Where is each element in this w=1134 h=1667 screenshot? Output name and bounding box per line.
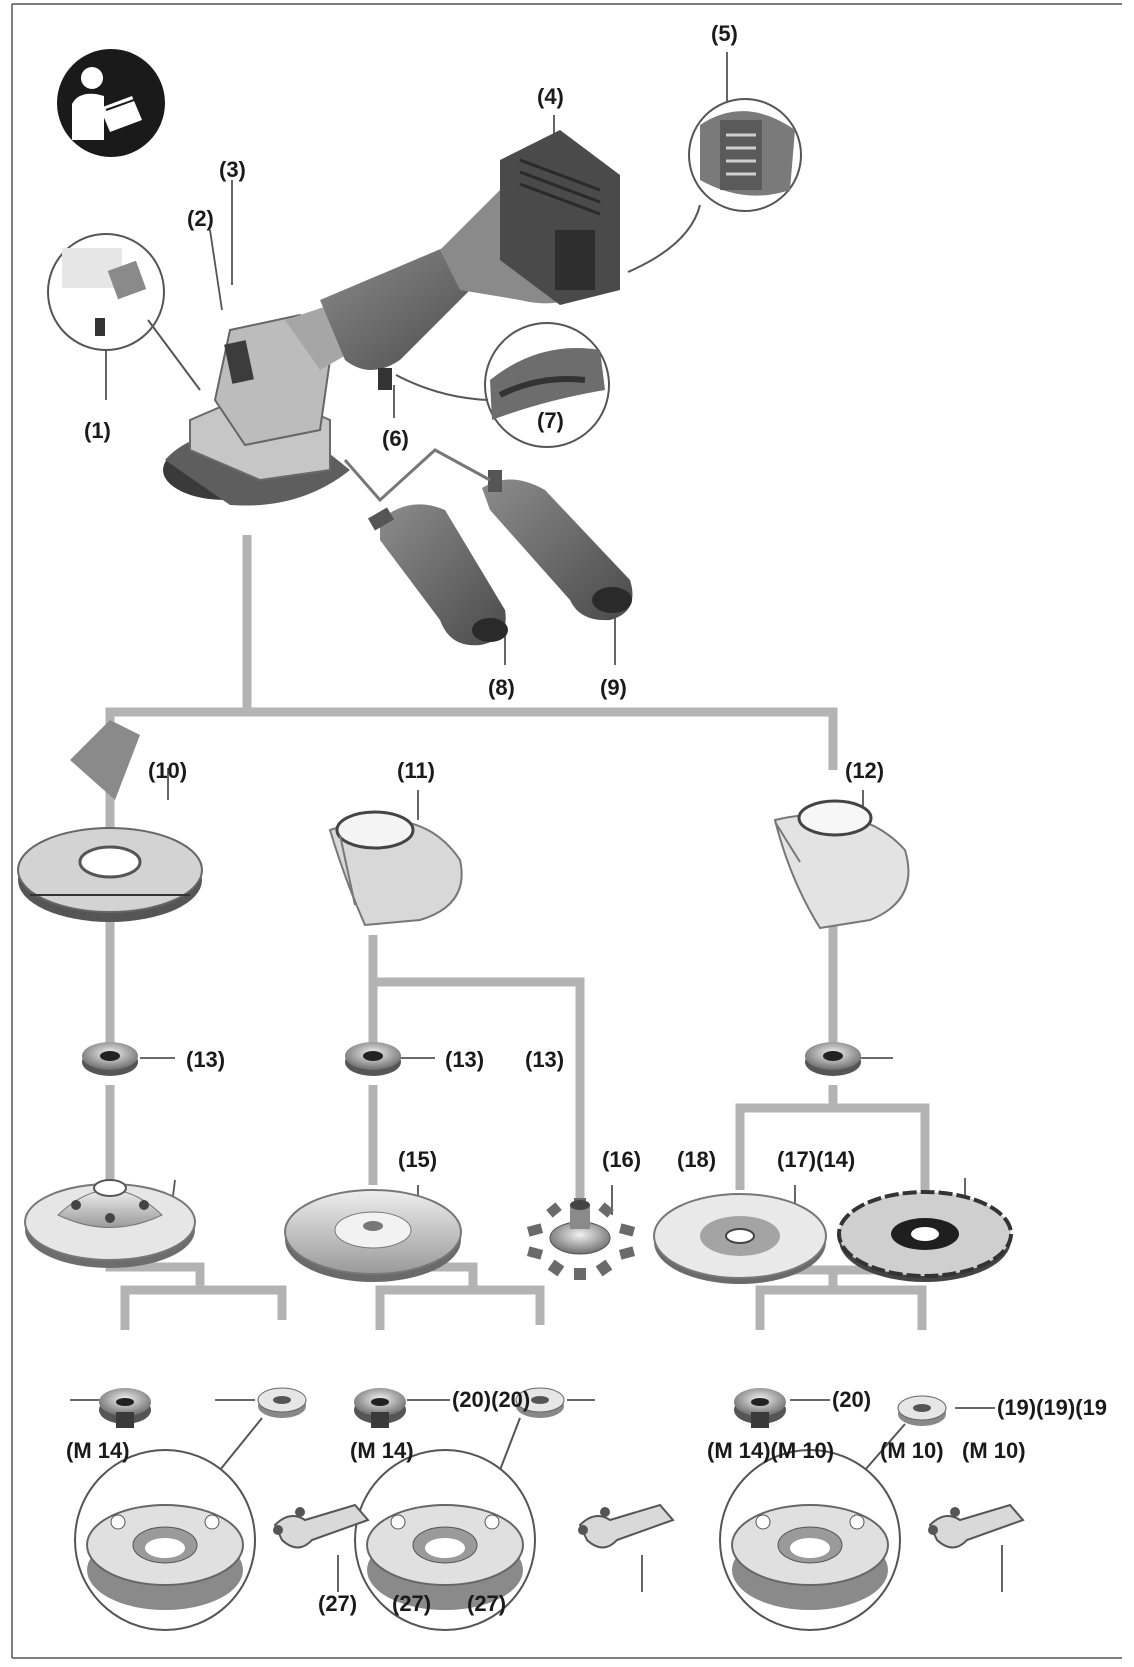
callout-7: (7) [537,408,564,433]
callout-18: (18) [677,1147,717,1172]
callout-2: (2) [187,206,214,231]
callout-12: (12) [845,758,885,783]
callout-20-mid: (20)(20) [452,1387,531,1412]
callout-5: (5) [711,21,738,46]
read-manual-icon [57,49,165,157]
detail-circle-nut [719,1423,906,1631]
callout-16: (16) [602,1147,642,1172]
callout-15: (15) [398,1147,438,1172]
callout-27-mid: (27) [392,1591,432,1616]
detail-circle-switch [395,322,610,448]
detail-circle-nut [354,1417,536,1631]
callout-11: (11) [397,758,435,783]
callout-8: (8) [488,675,515,700]
callout-17-14: (17)(14) [777,1147,856,1172]
spanner-icon [273,1503,370,1549]
callout-9: (9) [600,675,627,700]
callout-13-right: (13) [525,1047,565,1072]
guard-10 [17,720,203,922]
quick-nut [257,1387,307,1418]
spanner-icon [928,1503,1025,1549]
clamping-nut [734,1388,786,1428]
callout-20-right: (20) [832,1387,872,1412]
thread-m14-mid: (M 14) [350,1438,414,1463]
callout-1: (1) [84,418,111,443]
callout-19: (19)(19)(19 [997,1395,1108,1420]
aux-handle-9 [482,470,633,621]
backing-flange [805,1042,861,1076]
detail-circle-battery [627,98,802,273]
callout-27-left: (27) [318,1591,358,1616]
detail-circle-lock [47,233,201,391]
callout-3: (3) [219,157,246,182]
thread-m10-b: (M 10) [962,1438,1026,1463]
page-border [11,3,1122,1659]
angle-grinder [163,130,620,506]
guard-11 [328,810,463,927]
guard-12 [773,799,910,930]
grinding-disc [284,1189,462,1282]
handle-leader [343,448,491,503]
callout-13-left: (13) [186,1047,226,1072]
clamping-nut [354,1388,406,1428]
backing-flange [82,1042,138,1076]
quick-nut [515,1387,565,1418]
callout-27-right: (27) [467,1591,507,1616]
backing-flange [345,1042,401,1076]
diamond-disc [837,1190,1013,1282]
cup-wheel [24,1179,196,1268]
thread-m14-m10-right: (M 14)(M 10) [707,1438,835,1463]
thread-m10-a: (M 10) [880,1438,944,1463]
callout-13-mid: (13) [445,1047,485,1072]
quick-nut [897,1395,947,1426]
detail-circle-nut [74,1417,263,1631]
clamping-nut [99,1388,151,1428]
cutting-disc [653,1193,827,1284]
spanner-icon [578,1503,675,1549]
callout-10: (10) [148,758,188,783]
thread-m14-left: (M 14) [66,1438,130,1463]
callout-4: (4) [537,84,564,109]
wire-brush [526,1198,636,1280]
callout-6: (6) [382,426,409,451]
aux-handle-8 [367,504,508,646]
